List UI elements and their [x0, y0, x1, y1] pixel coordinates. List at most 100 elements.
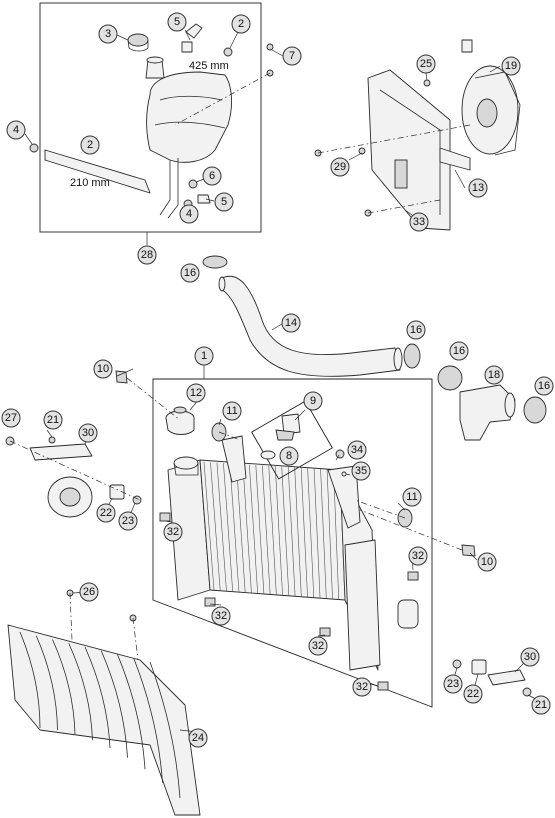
callout-10: 10 [93, 359, 113, 379]
callout-3: 3 [98, 24, 118, 44]
callout-35: 35 [351, 461, 371, 481]
radiator-fin [294, 467, 302, 597]
svg-text:29: 29 [334, 161, 346, 173]
callout-6: 6 [202, 166, 222, 186]
callout-28: 28 [137, 245, 157, 265]
svg-text:33: 33 [413, 216, 425, 228]
radiator-fin [210, 462, 221, 591]
callout-18: 18 [484, 365, 504, 385]
radiator-fin [249, 464, 258, 594]
screw-fan [423, 79, 431, 87]
hose-210mm [44, 149, 151, 194]
radiator-fin [333, 469, 340, 600]
radiator-fin [242, 464, 252, 593]
callout-24: 24 [188, 728, 208, 748]
callout-16: 16 [406, 320, 426, 340]
guard-slat [100, 650, 128, 758]
callout-layer: 1 2 2 3 4 4 5 5 6 7 8 9 10 10 11 11 12 1… [1, 12, 554, 748]
svg-text:30: 30 [82, 427, 94, 439]
clip-32e [377, 681, 389, 691]
svg-text:32: 32 [356, 681, 368, 693]
svg-text:21: 21 [535, 699, 547, 711]
svg-text:22: 22 [467, 688, 479, 700]
screw-top [266, 43, 274, 51]
radiator-fan [461, 39, 521, 156]
callout-25: 25 [416, 54, 436, 74]
svg-text:10: 10 [481, 556, 493, 568]
expansion-tank-group-frame [39, 2, 262, 233]
fan-shroud [367, 69, 451, 231]
radiator-guard [7, 624, 201, 816]
svg-text:16: 16 [184, 267, 196, 279]
radiator-fin [203, 461, 215, 591]
radiator-fin [307, 468, 315, 598]
callout-2: 2 [80, 135, 100, 155]
svg-text:32: 32 [215, 610, 227, 622]
svg-text:28: 28 [141, 249, 153, 261]
hose-clamp-16b [403, 343, 421, 369]
callout-23: 23 [443, 674, 463, 694]
radiator-fin [313, 468, 321, 599]
expansion-tank [145, 56, 232, 219]
guard-slat [133, 658, 163, 783]
hose-clamp-16d [523, 396, 547, 424]
rubber-mount-22b [471, 659, 487, 675]
fitting-lower [197, 194, 211, 204]
bracket-right [487, 669, 526, 686]
radiator-fin [236, 463, 246, 593]
callout-32: 32 [308, 636, 328, 656]
radiator [167, 435, 419, 671]
radiator-fin [287, 466, 296, 597]
svg-text:30: 30 [524, 651, 536, 663]
screw-shroud-2 [358, 147, 366, 155]
radiator-fin [274, 466, 283, 596]
hose-fitting-top [181, 23, 203, 53]
svg-text:23: 23 [447, 678, 459, 690]
svg-text:12: 12 [190, 387, 202, 399]
washer [188, 179, 198, 189]
guard-slat [19, 631, 41, 729]
washer-35 [341, 471, 347, 477]
clip-32a [159, 512, 171, 522]
svg-text:32: 32 [167, 526, 179, 538]
svg-text:25: 25 [420, 58, 432, 70]
svg-text:9: 9 [310, 395, 316, 407]
callout-32: 32 [408, 546, 428, 566]
callout-14: 14 [281, 313, 301, 333]
svg-text:22: 22 [100, 507, 112, 519]
callout-13: 13 [468, 178, 488, 198]
svg-text:7: 7 [289, 50, 295, 62]
svg-text:32: 32 [312, 640, 324, 652]
sealing-ring [260, 450, 276, 460]
callout-29: 29 [330, 157, 350, 177]
hose-length-210: 210 mm [70, 177, 110, 189]
callout-1: 1 [194, 346, 214, 366]
guard-slat [68, 643, 93, 741]
hose-length-425: 425 mm [189, 60, 229, 72]
callout-32: 32 [163, 522, 183, 542]
sleeve-23b [452, 659, 462, 669]
callout-19: 19 [501, 56, 521, 76]
callout-5: 5 [167, 12, 187, 32]
callout-12: 12 [186, 383, 206, 403]
svg-text:11: 11 [226, 405, 237, 417]
screw-10b [461, 544, 476, 557]
svg-text:4: 4 [13, 124, 19, 136]
callout-16: 16 [449, 341, 469, 361]
svg-text:5: 5 [174, 16, 180, 28]
radiator-fin [281, 466, 290, 596]
svg-text:16: 16 [410, 324, 422, 336]
svg-text:4: 4 [186, 208, 192, 220]
fan-bracket [439, 147, 471, 171]
callout-23: 23 [118, 511, 138, 531]
leader-lines [24, 29, 541, 733]
radiator-fin [268, 465, 277, 595]
callout-5: 5 [214, 192, 234, 212]
svg-text:16: 16 [538, 380, 550, 392]
callout-30: 30 [520, 647, 540, 667]
svg-text:27: 27 [5, 412, 17, 424]
svg-text:35: 35 [355, 465, 367, 477]
callout-34: 34 [347, 440, 367, 460]
svg-text:2: 2 [238, 18, 244, 30]
expansion-tank-cap [127, 33, 149, 52]
